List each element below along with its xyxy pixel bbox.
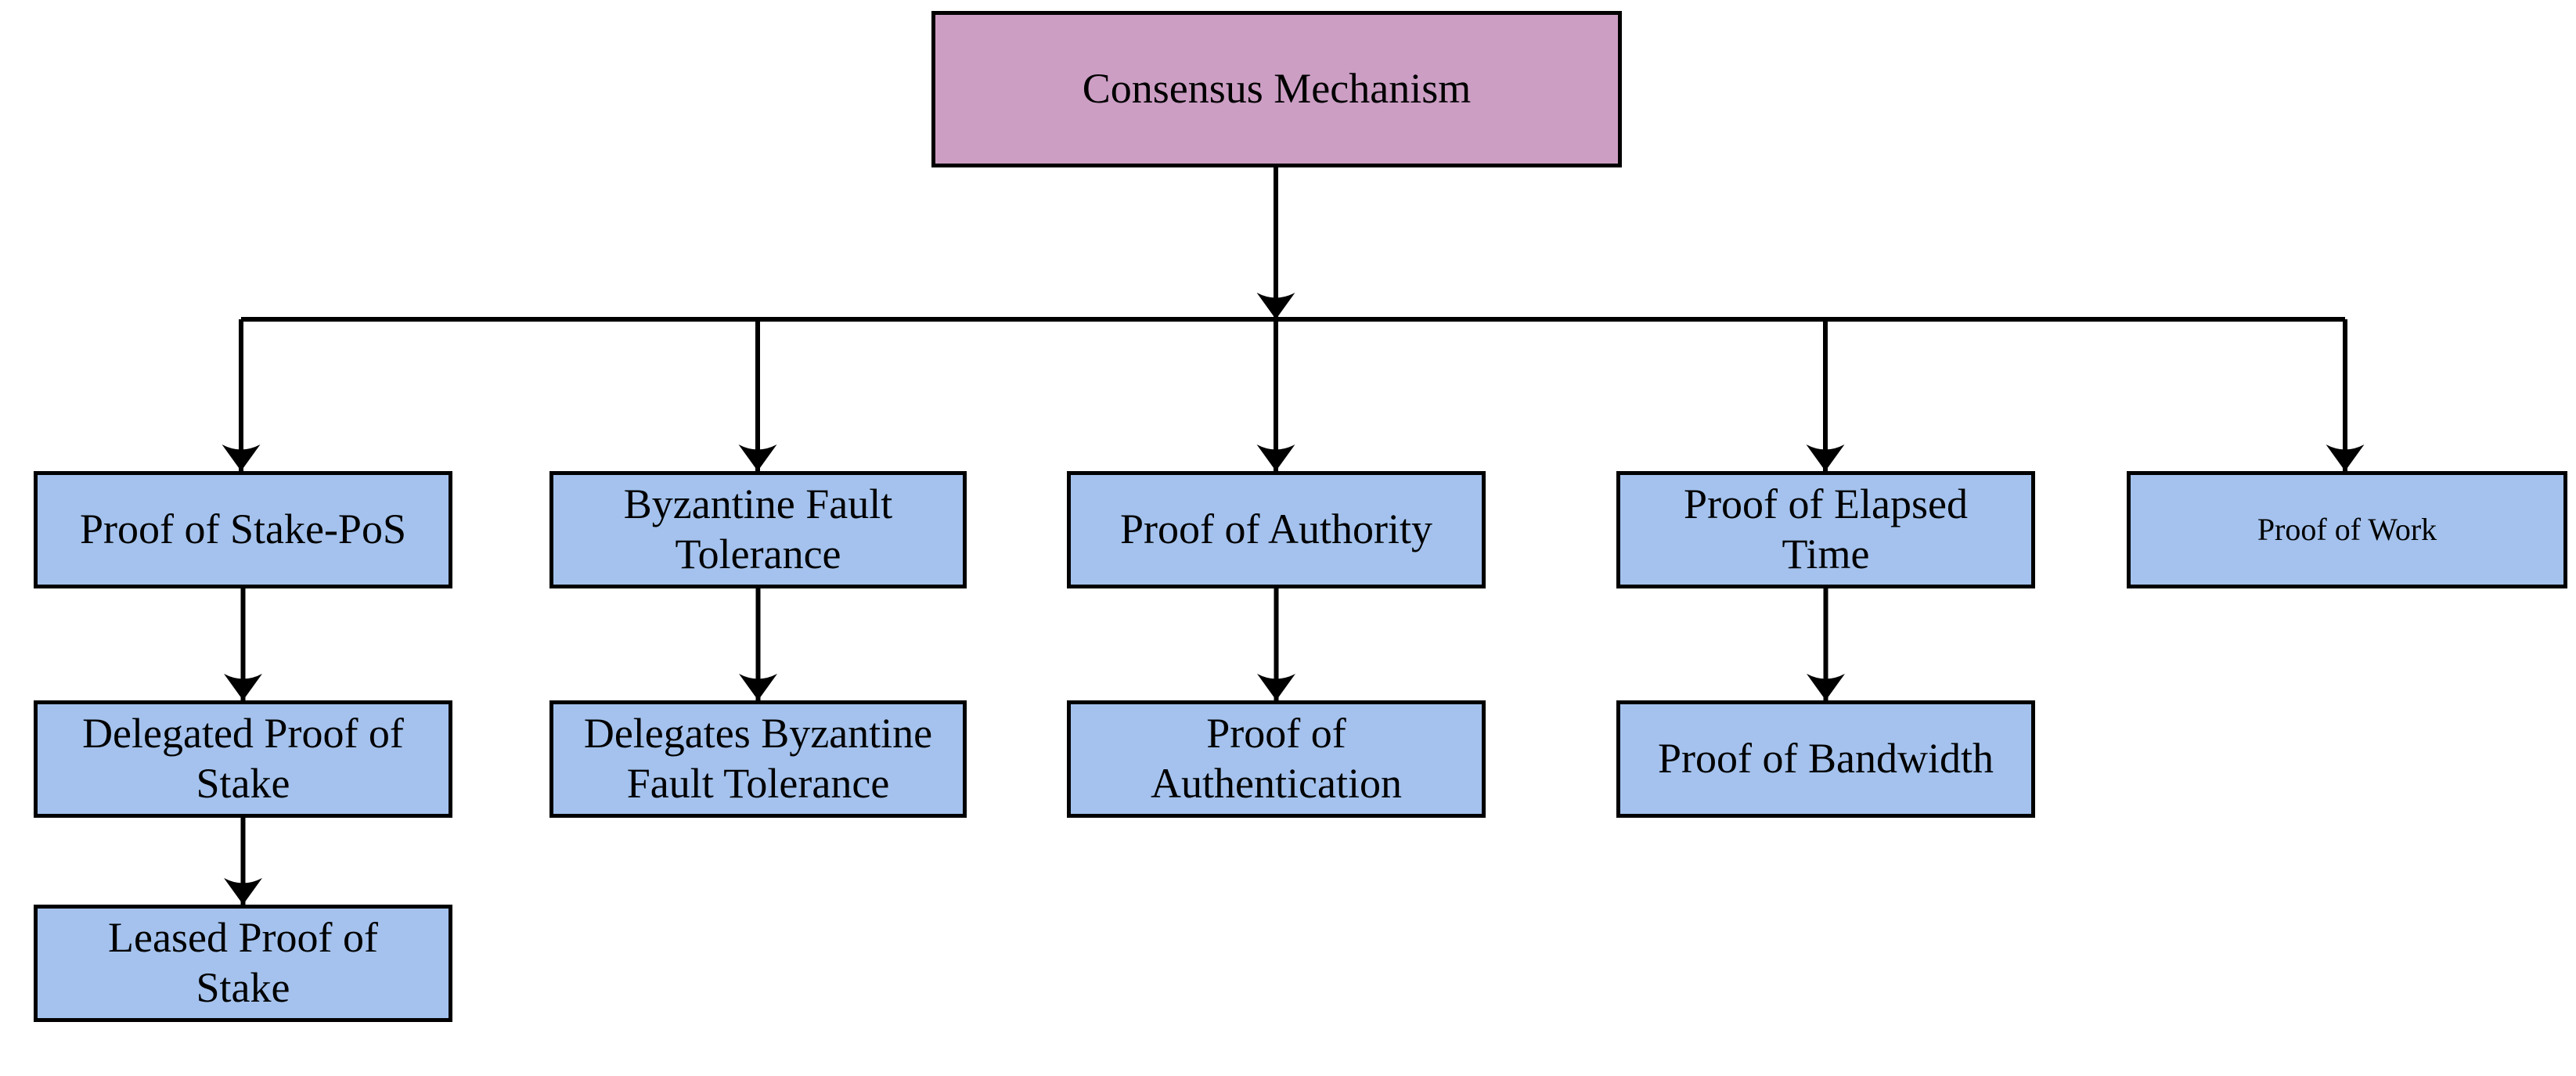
node-label: Delegates Byzantine Fault Tolerance — [583, 710, 933, 807]
arrowhead-to-pob — [1807, 674, 1845, 700]
node-poauth[interactable]: Proof of Authentication — [1067, 700, 1486, 818]
node-bft[interactable]: Byzantine Fault Tolerance — [549, 471, 967, 588]
node-label: Proof of Work — [2257, 512, 2437, 548]
node-label: Proof of Stake-PoS — [80, 506, 406, 553]
node-label: Proof of Elapsed Time — [1684, 480, 1968, 578]
node-dbft[interactable]: Delegates Byzantine Fault Tolerance — [549, 700, 967, 818]
node-label: Proof of Authentication — [1151, 710, 1402, 807]
node-poet[interactable]: Proof of Elapsed Time — [1616, 471, 2035, 588]
arrowhead-to-dpos — [224, 674, 262, 700]
arrowhead-to-pos — [222, 444, 261, 471]
node-pos[interactable]: Proof of Stake-PoS — [34, 471, 452, 588]
arrowhead-to-poet — [1806, 444, 1845, 471]
arrowhead-to-bft — [738, 444, 777, 471]
node-label: Leased Proof of Stake — [108, 914, 378, 1011]
node-label: Delegated Proof of Stake — [82, 710, 404, 807]
node-label: Proof of Bandwidth — [1658, 735, 1994, 783]
arrowhead-to-poauth — [1257, 674, 1295, 700]
node-label: Consensus Mechanism — [1082, 65, 1472, 113]
node-label: Byzantine Fault Tolerance — [623, 480, 893, 578]
node-dpos[interactable]: Delegated Proof of Stake — [34, 700, 452, 818]
arrowhead-to-pow — [2326, 444, 2365, 471]
node-label: Proof of Authority — [1120, 506, 1432, 553]
arrowhead-to-dbft — [739, 674, 777, 700]
node-pow[interactable]: Proof of Work — [2127, 471, 2567, 588]
arrowhead-to-poa — [1256, 444, 1295, 471]
node-consensus-mechanism[interactable]: Consensus Mechanism — [931, 11, 1622, 167]
node-pob[interactable]: Proof of Bandwidth — [1616, 700, 2035, 818]
arrowhead-root-to-bus — [1256, 293, 1295, 319]
arrowhead-to-lpos — [224, 878, 262, 905]
node-poa[interactable]: Proof of Authority — [1067, 471, 1486, 588]
node-lpos[interactable]: Leased Proof of Stake — [34, 905, 452, 1022]
